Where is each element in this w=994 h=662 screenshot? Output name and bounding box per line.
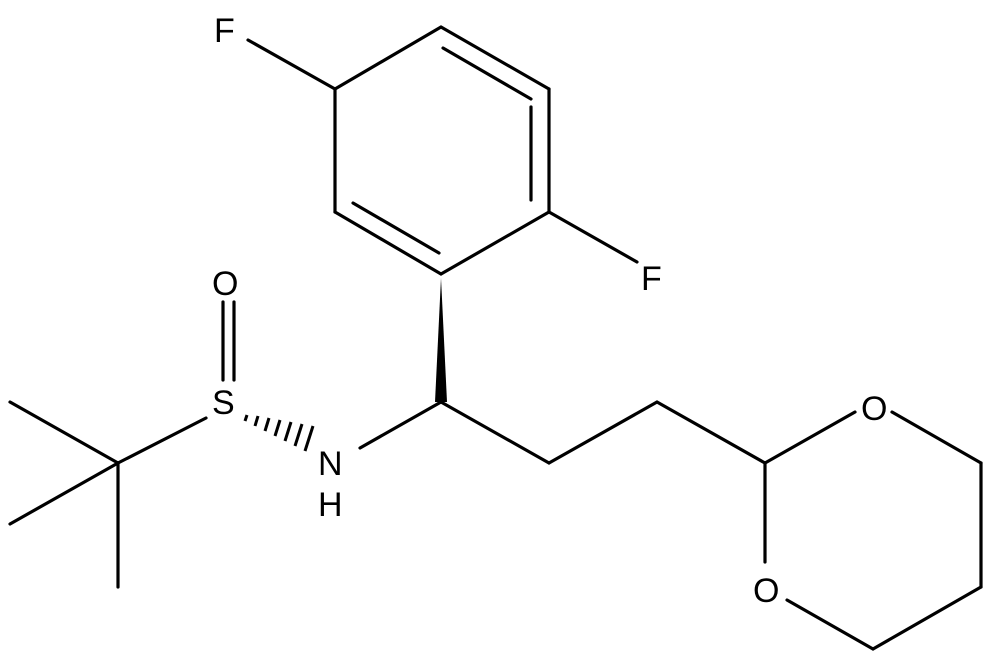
bond-tbu-methyl-left — [8, 400, 120, 465]
ring-double-bond-inner-1 — [441, 46, 533, 101]
bond-tbu-methyl-lower — [8, 461, 120, 526]
bond-c4-o3 — [785, 598, 875, 651]
hash-line — [303, 425, 315, 452]
ring-bond-4 — [333, 210, 443, 276]
hashed-bond-s-n — [243, 414, 315, 452]
ring-bond-3 — [439, 210, 551, 276]
hash-line — [263, 417, 271, 432]
hash-line — [283, 421, 293, 442]
bond-ch2-ch2 — [547, 400, 659, 465]
bond-c2-o1 — [763, 410, 857, 465]
hash-line — [273, 419, 282, 437]
sulfinyl-oxygen-label: O — [212, 265, 238, 303]
nitrogen-label: N — [318, 445, 343, 483]
bond-o1-c6 — [890, 410, 983, 465]
fluorine-right-label: F — [641, 260, 662, 298]
fluorine-top-label: F — [214, 12, 235, 50]
dioxane-oxygen-top-label: O — [861, 390, 887, 428]
bond-ch2-acetal — [655, 400, 767, 465]
dioxane-ring — [763, 410, 983, 651]
wedge-bond-ring-stereocenter — [435, 278, 447, 402]
bond-s-quaternary-c — [116, 416, 208, 465]
ring-bond-6 — [333, 25, 443, 91]
sulfur-label: S — [212, 384, 235, 422]
benzene-ring — [333, 25, 551, 276]
amine-hydrogen-label: H — [318, 486, 343, 524]
dioxane-oxygen-bottom-label: O — [753, 572, 779, 610]
bond-stereocenter-n — [358, 400, 443, 450]
bond-c5-f — [246, 38, 337, 91]
bond-stereocenter-ch2 — [439, 400, 551, 465]
hash-line — [243, 414, 249, 422]
ring-bond-1 — [439, 25, 551, 91]
hash-line — [293, 423, 304, 447]
bond-c2-f — [547, 210, 639, 264]
bond-c5-c4 — [871, 585, 983, 651]
hash-line — [253, 415, 260, 427]
ring-double-bond-inner-3 — [351, 201, 441, 255]
